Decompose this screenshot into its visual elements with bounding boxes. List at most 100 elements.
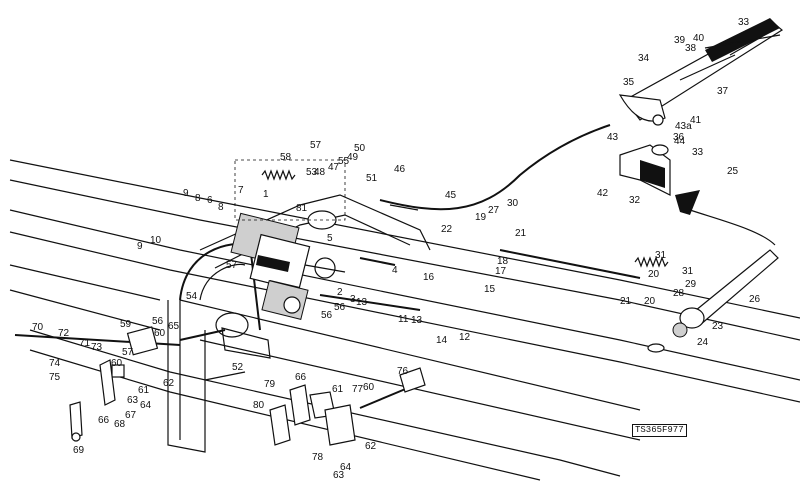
part-label-48: 48 [314,167,326,178]
part-label-19: 19 [475,212,487,223]
part-label-42: 42 [597,188,609,199]
part-label-73: 73 [91,342,103,353]
part-label-49: 49 [347,152,359,163]
spring-58 [261,169,296,181]
part-label-24: 24 [697,337,709,348]
part-label-77: 77 [352,384,364,395]
part-label-15: 15 [484,284,496,295]
part-label-20: 20 [644,296,656,307]
part-label-69: 69 [73,445,85,456]
part-number-labels: 1234567889910111213131415161718192020212… [32,17,761,481]
part-label-45: 45 [445,190,457,201]
part-label-63: 63 [127,395,139,406]
lower-linkage [14,326,226,442]
part-label-58: 58 [280,152,292,163]
part-label-38: 38 [685,43,697,54]
part-label-62: 62 [163,378,175,389]
part-label-57: 57 [122,347,134,358]
part-label-76: 76 [397,366,409,377]
part-label-10: 10 [150,235,162,246]
part-label-18: 18 [497,256,509,267]
part-label-13: 13 [411,315,423,326]
part-label-27: 27 [488,205,500,216]
chassis-frame [9,159,800,481]
part-label-13: 13 [356,297,368,308]
part-label-60: 60 [111,358,123,369]
bracket-35 [619,144,671,196]
part-label-67: 67 [125,410,137,421]
part-label-63: 63 [333,470,345,481]
part-label-62: 62 [365,441,377,452]
part-label-31: 31 [655,250,667,261]
part-label-5: 5 [327,233,333,244]
part-label-57: 57 [226,260,238,271]
part-label-25: 25 [727,166,739,177]
rod-19 [499,249,641,279]
part-label-55: 55 [338,156,350,167]
part-label-12: 12 [459,332,471,343]
part-label-56: 56 [321,310,333,321]
part-label-75: 75 [49,372,61,383]
part-label-74: 74 [49,358,61,369]
part-label-28: 28 [673,288,685,299]
part-label-8: 8 [218,202,224,213]
part-label-41: 41 [690,115,702,126]
part-label-64: 64 [340,462,352,473]
part-label-33: 33 [692,147,704,158]
part-label-59: 59 [120,319,132,330]
part-label-52: 52 [232,362,244,373]
part-label-81: 81 [296,203,308,214]
part-label-17: 17 [495,266,507,277]
part-label-3: 3 [350,294,356,305]
part-label-78: 78 [312,452,324,463]
part-label-72: 72 [58,328,70,339]
part-label-9: 9 [183,188,189,199]
part-label-65: 65 [168,321,180,332]
part-label-21: 21 [620,296,632,307]
part-label-22: 22 [441,224,453,235]
part-label-51: 51 [366,173,378,184]
part-label-64: 64 [140,400,152,411]
part-label-16: 16 [423,272,435,283]
part-label-61: 61 [332,384,344,395]
part-label-37: 37 [717,86,729,97]
part-label-11: 11 [398,314,409,325]
part-label-71: 71 [79,338,91,349]
part-label-68: 68 [114,419,126,430]
spring-34 [634,256,669,268]
part-label-4: 4 [392,265,398,276]
part-label-23: 23 [712,321,724,332]
part-label-31: 31 [682,266,694,277]
part-label-29: 29 [685,279,697,290]
part-label-50: 50 [354,143,366,154]
part-label-60: 60 [154,328,166,339]
part-label-2: 2 [337,287,343,298]
part-label-66: 66 [98,415,110,426]
part-label-46: 46 [394,164,406,175]
part-label-21: 21 [515,228,527,239]
part-label-39: 39 [674,35,686,46]
part-label-14: 14 [436,335,448,346]
part-label-53: 53 [306,167,318,178]
part-label-57: 57 [310,140,322,151]
part-label-32: 32 [629,195,641,206]
hydraulic-valve-block [230,212,346,320]
part-label-56: 56 [152,316,164,327]
part-label-80: 80 [253,400,265,411]
part-label-36: 36 [673,132,685,143]
brake-pedal [647,190,779,353]
part-label-34: 34 [638,53,650,64]
part-label-56: 56 [334,302,346,313]
part-label-44: 44 [674,136,686,147]
part-label-40: 40 [693,33,705,44]
part-label-66: 66 [295,372,307,383]
part-label-33: 33 [738,17,750,28]
part-label-79: 79 [264,379,276,390]
part-label-43: 43 [607,132,619,143]
part-label-1: 1 [263,189,269,200]
part-label-43a: 43a [675,121,692,132]
part-label-20: 20 [648,269,660,280]
part-label-70: 70 [32,322,44,333]
bowden-cable-50 [379,124,611,211]
